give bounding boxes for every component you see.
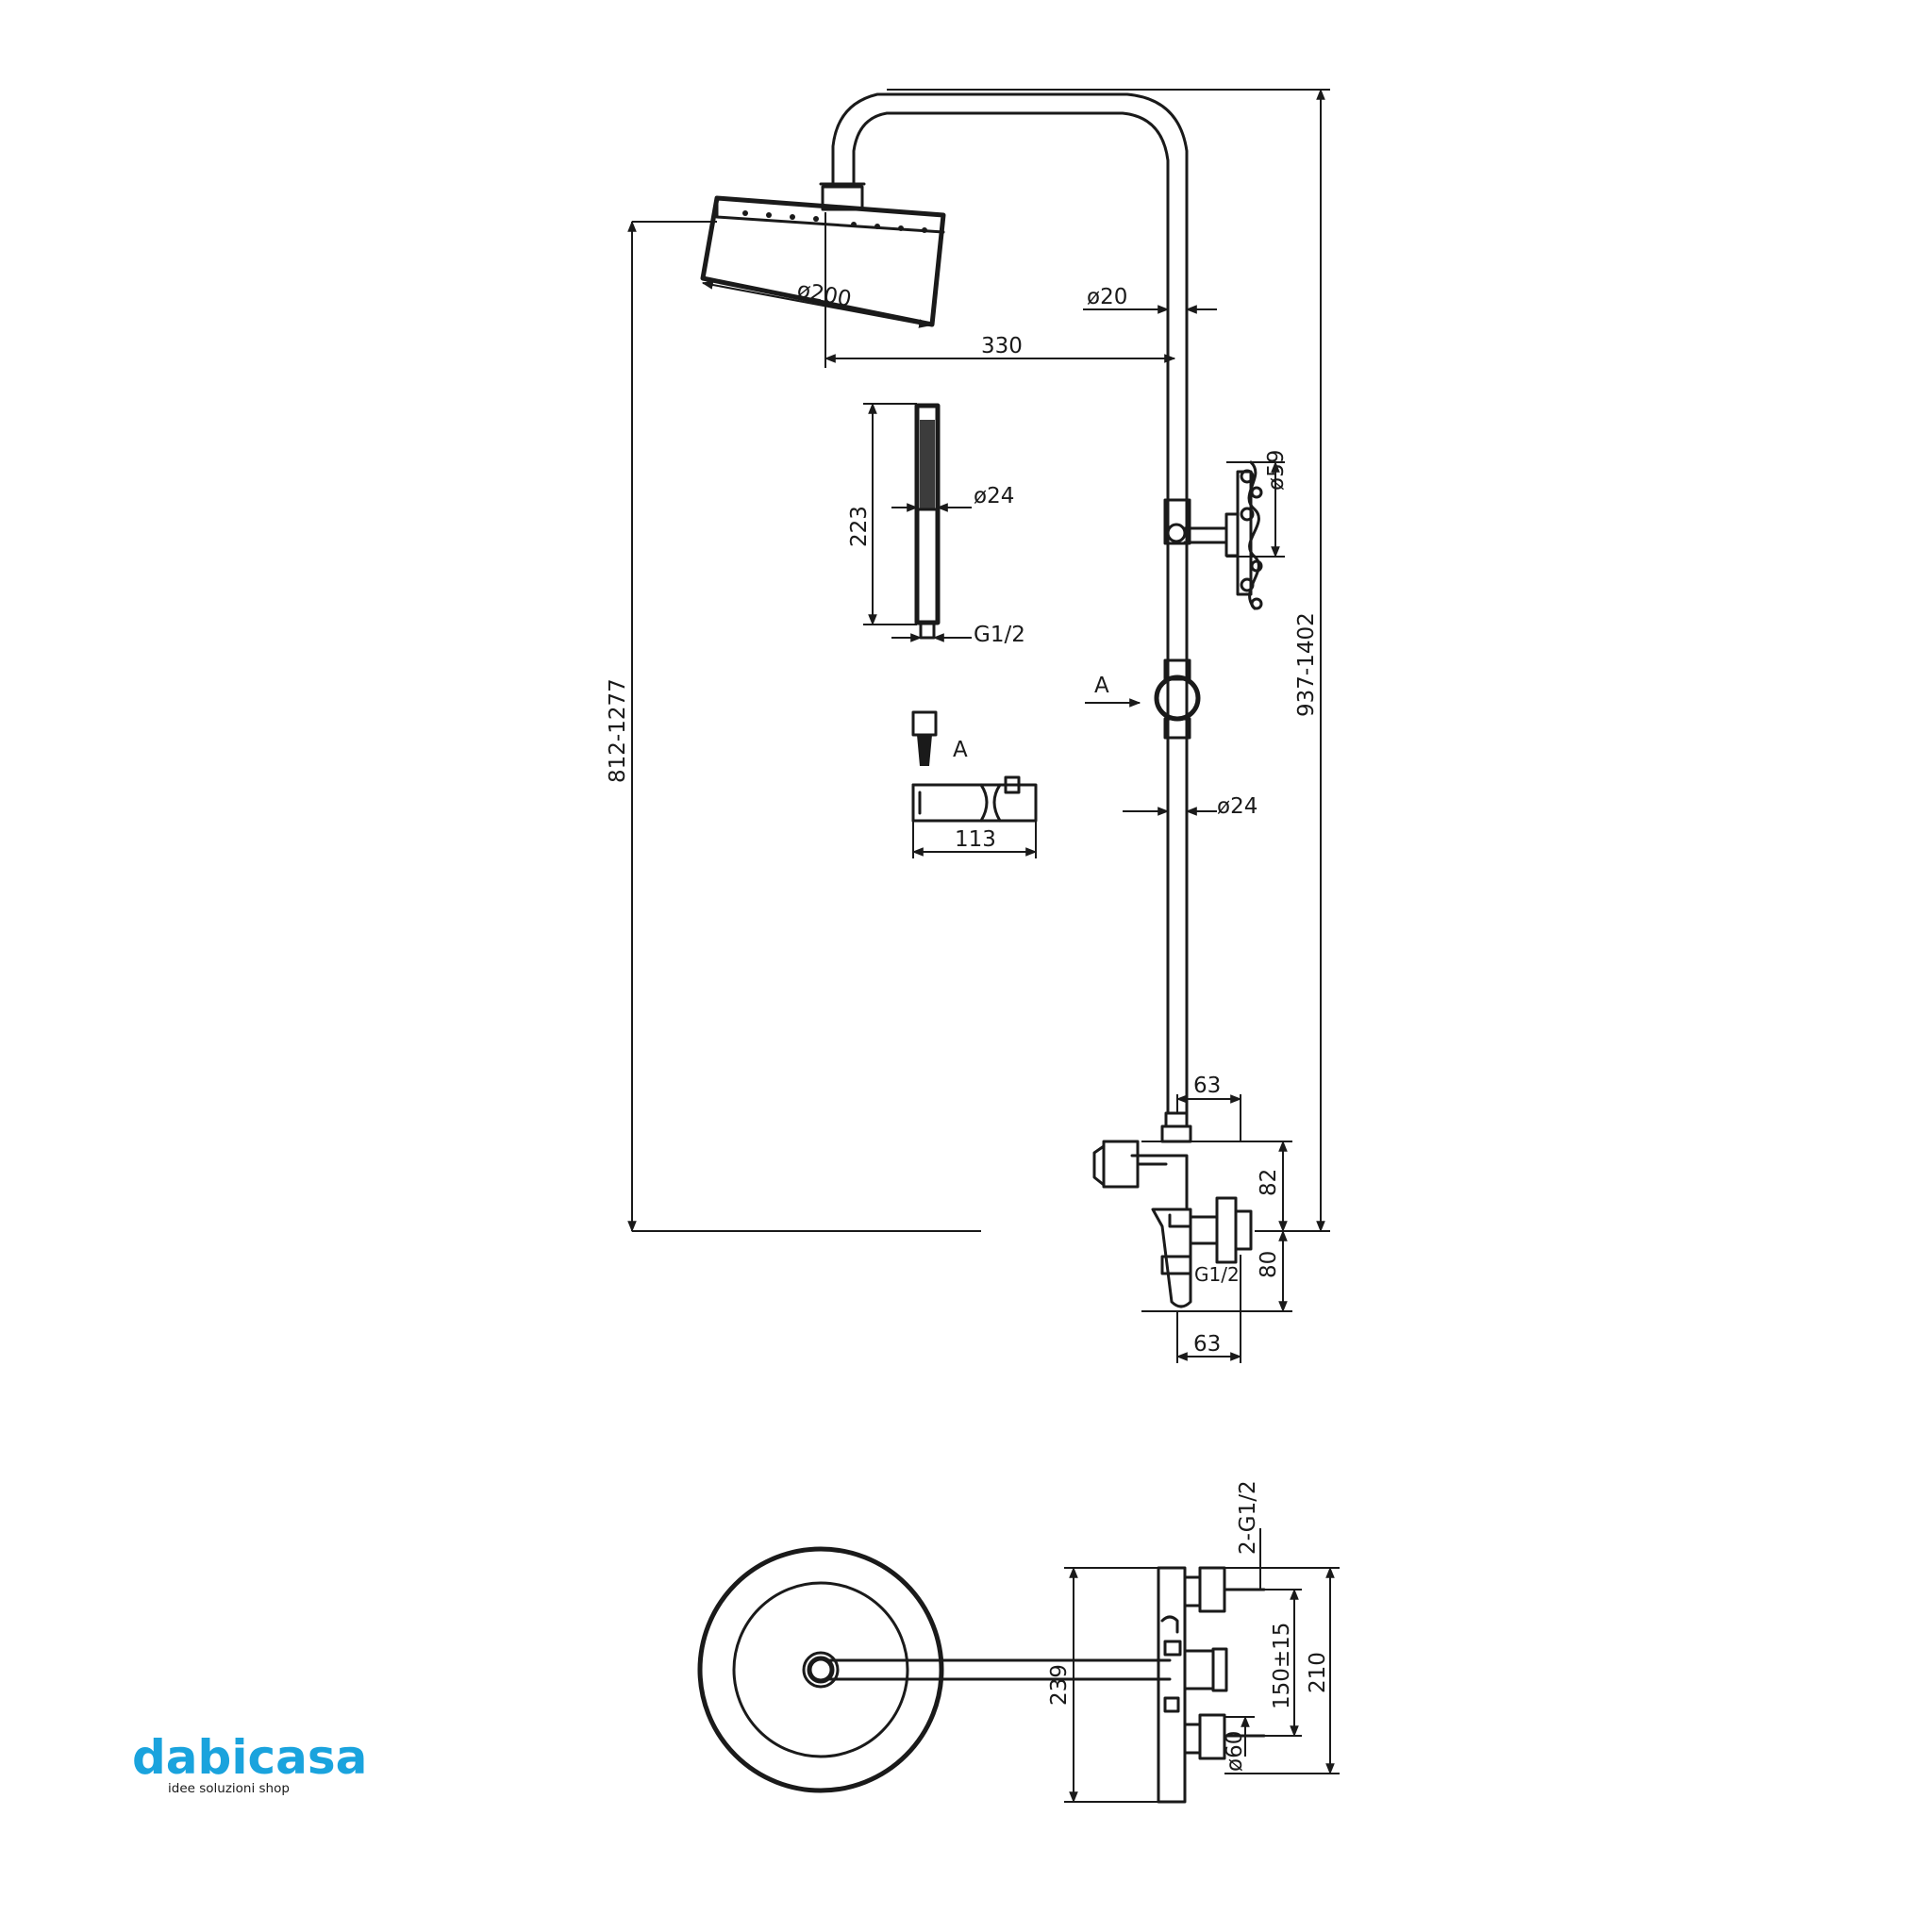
label-overall-height: 937-1402 bbox=[1294, 612, 1319, 717]
label-plan-width: 210 bbox=[1306, 1652, 1330, 1693]
label-wall-bracket-diameter: ø59 bbox=[1264, 450, 1289, 491]
label-head-to-valve: 812-1277 bbox=[606, 678, 630, 783]
hand-shower-detail: 223 ø24 G1/2 bbox=[847, 402, 1025, 647]
label-arm-length: 330 bbox=[981, 334, 1023, 358]
plan-dimension-lines bbox=[1064, 1528, 1340, 1804]
plan-rain-head bbox=[697, 1546, 1172, 1793]
front-elevation: ø200 ø20 330 ø59 937-1402 812-1277 A ø24… bbox=[606, 88, 1330, 1363]
rain-shower-head bbox=[700, 195, 946, 327]
label-mixer-depth-bottom: 63 bbox=[1193, 1332, 1221, 1357]
wall-bracket bbox=[1166, 460, 1263, 610]
thermostatic-mixer bbox=[1092, 1111, 1253, 1308]
plan-view: 239 2-G1/2 150±15 210 ø60 bbox=[697, 1480, 1340, 1804]
rail-slider bbox=[1154, 658, 1201, 740]
overhead-arm bbox=[819, 92, 1189, 502]
label-hand-shower-length: 223 bbox=[847, 506, 872, 547]
label-rain-head-diameter: ø200 bbox=[795, 277, 854, 312]
label-plan-centres: 150±15 bbox=[1270, 1623, 1294, 1709]
rain-head-nozzles bbox=[742, 210, 927, 233]
label-mixer-thread: G1/2 bbox=[1194, 1263, 1240, 1286]
label-hand-shower-diameter: ø24 bbox=[974, 484, 1014, 508]
label-detail-marker: A bbox=[953, 738, 968, 762]
slider-detail-a: A 113 bbox=[911, 710, 1038, 858]
logo-wordmark: dabicasa bbox=[132, 1730, 367, 1785]
wall-hatching bbox=[1240, 460, 1263, 610]
dimension-lines-front bbox=[627, 88, 1330, 1363]
label-slider-length: 113 bbox=[955, 827, 996, 852]
label-pipe-diameter-top: ø20 bbox=[1087, 285, 1127, 309]
hand-shower-nozzle-grid bbox=[920, 420, 935, 509]
front-labels: ø200 ø20 330 ø59 937-1402 812-1277 A ø24… bbox=[606, 277, 1319, 1357]
label-plan-inlets: 2-G1/2 bbox=[1236, 1480, 1260, 1555]
label-mixer-height: 80 bbox=[1257, 1251, 1281, 1278]
plan-mixer bbox=[1157, 1566, 1266, 1804]
label-diverter-height: 82 bbox=[1257, 1169, 1281, 1196]
label-slider-marker: A bbox=[1094, 674, 1109, 698]
label-hand-shower-thread: G1/2 bbox=[974, 623, 1025, 647]
label-rail-diameter: ø24 bbox=[1217, 794, 1257, 819]
label-diverter-depth-top: 63 bbox=[1193, 1074, 1221, 1098]
label-plan-escutcheon: ø60 bbox=[1223, 1731, 1247, 1772]
brand-logo: dabicasa idee soluzioni shop bbox=[132, 1730, 367, 1796]
label-plan-depth: 239 bbox=[1047, 1664, 1072, 1706]
logo-tagline: idee soluzioni shop bbox=[168, 1781, 290, 1796]
vertical-rail bbox=[1163, 357, 1191, 1115]
